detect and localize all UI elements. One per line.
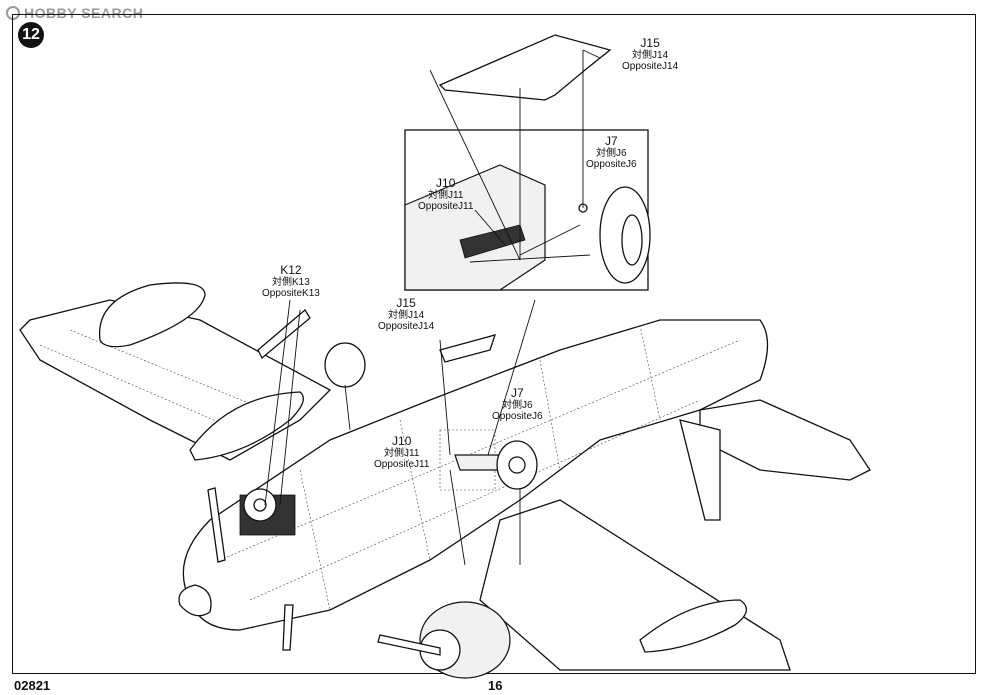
callout-opposite-en: OppositeK13 xyxy=(262,288,320,299)
top-gear-door-part xyxy=(438,34,612,101)
nose-propeller-blade xyxy=(207,487,226,563)
callout-inset-j7: J7 対側J6 OppositeJ6 xyxy=(586,134,637,170)
inset-gear-mechanism xyxy=(459,224,526,259)
left-tip-tank xyxy=(98,282,206,348)
step-number-badge: 12 xyxy=(18,22,44,48)
callout-inset-j10: J10 対側J11 OppositeJ11 xyxy=(418,176,473,212)
main-wheel-hub xyxy=(508,456,526,474)
horizontal-stabilizer xyxy=(699,399,871,481)
callout-opposite-en: OppositeJ14 xyxy=(378,321,435,332)
callout-part: K12 xyxy=(280,263,302,277)
callout-opposite-jp: 対側J11 xyxy=(384,448,420,459)
watermark: HOBBY SEARCH xyxy=(6,4,143,22)
callout-mid-j7: J7 対側J6 OppositeJ6 xyxy=(492,386,543,422)
callout-opposite-en: OppositeJ14 xyxy=(622,61,679,72)
callout-opposite-en: OppositeJ6 xyxy=(586,159,637,170)
callout-k12: K12 対側K13 OppositeK13 xyxy=(262,263,320,299)
callout-opposite-en: OppositeJ11 xyxy=(374,459,430,470)
callout-part: J10 xyxy=(436,176,456,190)
watermark-logo-icon xyxy=(6,6,20,20)
callout-part: J10 xyxy=(392,434,412,448)
callout-opposite-en: OppositeJ11 xyxy=(418,201,474,212)
nose-wheel-hub xyxy=(253,498,267,512)
page-frame xyxy=(12,14,976,674)
right-tip-tank xyxy=(639,599,747,653)
callout-opposite-jp: 対側K13 xyxy=(272,277,310,288)
callout-mid-j10: J10 対側J11 OppositeJ11 xyxy=(374,434,429,470)
callout-opposite-jp: 対側J14 xyxy=(388,310,425,321)
inset-fuselage-panel xyxy=(404,164,546,291)
page-number: 16 xyxy=(488,678,503,693)
watermark-text: HOBBY SEARCH xyxy=(24,5,144,21)
callout-opposite-jp: 対側J14 xyxy=(632,50,669,61)
lower-propeller-blade xyxy=(282,604,294,651)
callout-part: J15 xyxy=(396,296,416,310)
vertical-tail xyxy=(679,419,721,521)
rear-propeller-blade xyxy=(377,634,441,656)
product-code: 02821 xyxy=(14,678,51,693)
callout-part: J15 xyxy=(640,36,660,50)
callout-top-j15: J15 対側J14 OppositeJ14 xyxy=(622,36,678,72)
right-wing xyxy=(479,499,791,671)
left-lower-tank xyxy=(189,391,304,461)
callout-opposite-en: OppositeJ6 xyxy=(492,411,543,422)
main-wheel-left xyxy=(324,342,366,388)
nose-cone xyxy=(178,584,212,617)
inset-wheel-hub xyxy=(621,214,643,266)
callout-mid-j15: J15 対側J14 OppositeJ14 xyxy=(378,296,434,332)
callout-opposite-jp: 対側J11 xyxy=(428,190,464,201)
fuselage xyxy=(182,319,769,631)
nose-gear-door xyxy=(257,309,311,360)
mid-gear-door xyxy=(439,334,497,363)
callout-part: J7 xyxy=(510,386,524,400)
callout-part: J7 xyxy=(604,134,618,148)
callout-opposite-jp: 対側J6 xyxy=(596,148,627,159)
callout-opposite-jp: 対側J6 xyxy=(502,400,533,411)
